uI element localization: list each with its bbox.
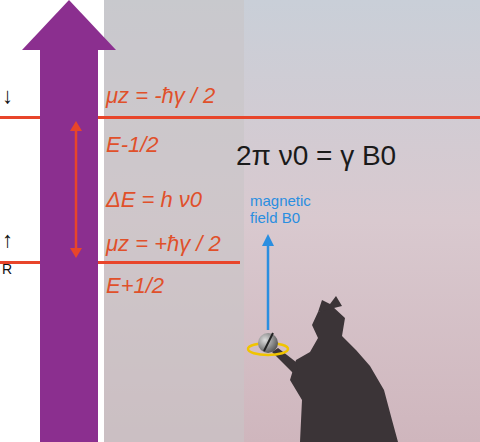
energy-gap-head — [70, 248, 82, 258]
cut-label: R — [2, 262, 12, 277]
energy-axis-head — [22, 0, 116, 50]
statue-silhouette — [290, 306, 398, 442]
field-arrow-head — [262, 234, 274, 246]
magnetic-moment: μz = +ħγ / 2 — [106, 232, 221, 256]
photo-shade — [104, 0, 244, 442]
spin-sphere — [258, 333, 278, 353]
larmor-equation: 2π ν0 = γ B0 — [236, 141, 396, 172]
spin-up-symbol: ↑ — [2, 228, 13, 252]
energy-level-name: E+1/2 — [106, 274, 164, 298]
field-arrow — [267, 243, 270, 330]
spin-down-symbol: ↓ — [2, 84, 13, 108]
lower-energy-level — [0, 261, 240, 264]
sky-photo — [104, 0, 480, 442]
statue-crown — [318, 296, 342, 312]
energy-gap-head — [70, 121, 82, 131]
field-label: magnetic field B0 — [250, 193, 324, 226]
magnetic-moment: μz = -ħγ / 2 — [106, 84, 215, 108]
energy-axis-shaft — [40, 45, 98, 442]
energy-level-name: E-1/2 — [106, 133, 159, 157]
spin-axis — [264, 333, 273, 351]
energy-gap: ΔE = h ν0 — [106, 188, 202, 212]
energy-gap-arrow — [75, 128, 78, 251]
